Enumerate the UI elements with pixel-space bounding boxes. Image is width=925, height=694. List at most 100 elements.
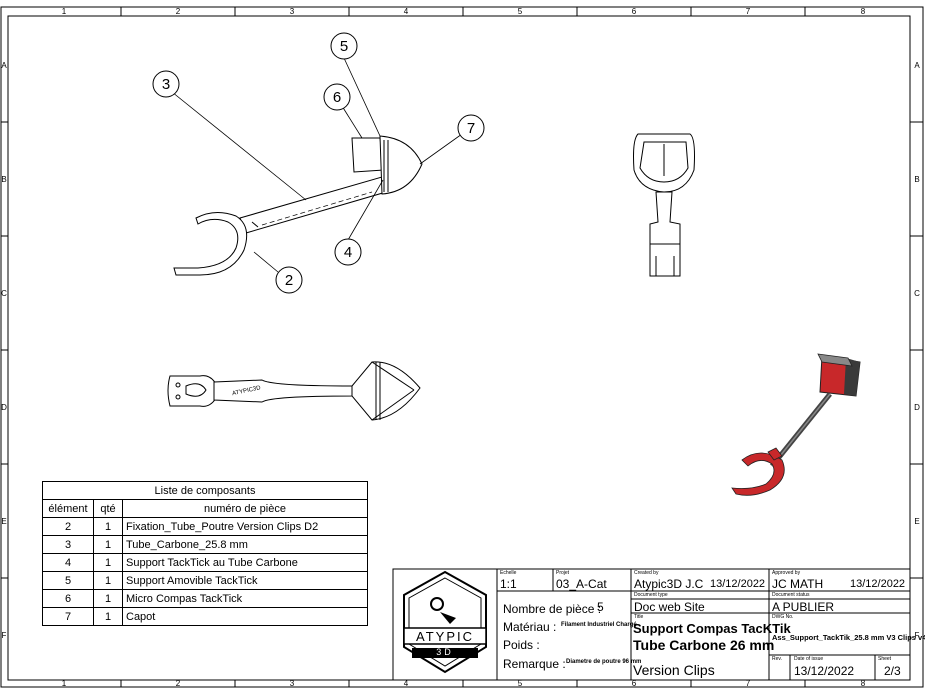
bom-part: Support TackTick au Tube Carbone: [122, 553, 368, 572]
row-label-right: C: [914, 289, 920, 298]
col-label-bottom: 6: [632, 679, 637, 688]
rev-label: Rev.: [772, 656, 782, 662]
col-label-bottom: 2: [176, 679, 181, 688]
col-label-bottom: 3: [290, 679, 295, 688]
bom-header-item: élément: [42, 499, 94, 518]
approved-by-label: Approved by: [772, 570, 801, 576]
bom-row: 7 1 Capot: [42, 607, 368, 626]
created-by-value: Atypic3D J.C: [634, 577, 704, 591]
bom-qty: 1: [93, 571, 123, 590]
balloon: [152, 70, 180, 98]
weight-label: Poids :: [503, 638, 540, 652]
scale-label: Echelle: [500, 570, 517, 576]
balloon: [330, 32, 358, 60]
col-label-top: 5: [518, 7, 523, 16]
iso-view: [171, 57, 463, 276]
bom-part: Tube_Carbone_25.8 mm: [122, 535, 368, 554]
balloon-label: 7: [467, 120, 475, 137]
col-label-top: 1: [62, 7, 67, 16]
balloons: 3 5 6 7 4 2: [152, 32, 485, 294]
bom-qty: 1: [93, 589, 123, 608]
row-label-left: E: [1, 517, 6, 526]
sheet-value: 2/3: [884, 664, 901, 678]
balloon: [457, 114, 485, 142]
col-label-bottom: 5: [518, 679, 523, 688]
bom-row: 2 1 Fixation_Tube_Poutre Version Clips D…: [42, 517, 368, 536]
front-view: [633, 133, 695, 277]
row-label-right: B: [914, 175, 919, 184]
doc-type-value: Doc web Site: [634, 600, 705, 614]
dwg-label: DWG No.: [772, 614, 794, 620]
balloon: [334, 238, 362, 266]
zone-ticks: [1, 7, 923, 687]
scale-value: 1:1: [500, 577, 517, 591]
sheet-label: Sheet: [878, 656, 892, 662]
bom-row: 6 1 Micro Compas TackTick: [42, 589, 368, 608]
project-label: Projet: [556, 570, 570, 576]
project-value: 03_A-Cat: [556, 577, 607, 591]
bom-caption: Liste de composants: [42, 481, 368, 500]
bom-row: 4 1 Support TackTick au Tube Carbone: [42, 553, 368, 572]
doc-type-label: Document type: [634, 592, 668, 598]
col-label-top: 4: [404, 7, 409, 16]
col-label-bottom: 4: [404, 679, 409, 688]
col-label-top: 2: [176, 7, 181, 16]
material-value: Filament Industriel Chargé: [561, 622, 637, 628]
outer-border: [0, 6, 924, 688]
title-line-2: Tube Carbone 26 mm: [633, 637, 775, 653]
doc-status-value: A PUBLIER: [772, 600, 835, 614]
balloon-label: 4: [344, 244, 352, 261]
bom-qty: 1: [93, 517, 123, 536]
row-label-right: E: [914, 517, 919, 526]
balloon-label: 6: [333, 89, 341, 106]
bom-header-part: numéro de pièce: [122, 499, 368, 518]
title-label: Title: [634, 614, 644, 620]
row-label-left: D: [1, 403, 7, 412]
row-label-left: F: [2, 631, 7, 640]
col-label-top: 8: [861, 7, 866, 16]
bom-part: Capot: [122, 607, 368, 626]
atypic-logo: [403, 570, 487, 674]
bom-item: 6: [42, 589, 94, 608]
balloon-label: 5: [340, 38, 348, 55]
bom-table: Liste de composants élément qté numéro d…: [42, 481, 368, 626]
bom-item: 4: [42, 553, 94, 572]
title-line-1: Support Compas TacKTik: [633, 621, 791, 636]
material-label: Matériau :: [503, 620, 557, 634]
dwg-value: Ass_Support_TackTik_25.8 mm V3 Clips v4: [772, 633, 925, 642]
render-view: [731, 353, 861, 496]
bom-item: 7: [42, 607, 94, 626]
col-label-bottom: 8: [861, 679, 866, 688]
part-count-value: 5: [597, 600, 604, 614]
created-date: 13/12/2022: [710, 578, 766, 590]
balloon-label: 2: [285, 272, 293, 289]
bom-qty: 1: [93, 607, 123, 626]
part-count-label: Nombre de pièce :: [503, 602, 602, 616]
approved-date: 13/12/2022: [850, 578, 906, 590]
bom-qty: 1: [93, 535, 123, 554]
title-line-3: Version Clips: [633, 662, 715, 678]
logo-text-bottom: 3D: [436, 647, 454, 657]
approved-by-value: JC MATH: [772, 577, 824, 591]
bom-qty: 1: [93, 553, 123, 572]
issue-date-value: 13/12/2022: [794, 664, 855, 678]
title-block-frame: [392, 568, 911, 681]
col-label-bottom: 7: [746, 679, 751, 688]
doc-status-label: Document status: [772, 592, 810, 598]
col-label-bottom: 1: [62, 679, 67, 688]
row-label-right: D: [914, 403, 920, 412]
issue-date-label: Date of issue: [794, 656, 824, 662]
created-by-label: Created by: [634, 570, 659, 576]
logo-text-top: ATYPIC: [416, 629, 474, 644]
balloon: [323, 83, 351, 111]
row-label-left: C: [1, 289, 7, 298]
bom-part: Fixation_Tube_Poutre Version Clips D2: [122, 517, 368, 536]
row-label-right: F: [915, 631, 920, 640]
col-label-top: 7: [746, 7, 751, 16]
bom-item: 2: [42, 517, 94, 536]
zone-labels: 1 2 3 4 5 6 7 8 1 2 3 4 5 6 7 8 A B C D …: [1, 7, 920, 688]
remark-label: Remarque :: [503, 657, 566, 671]
bom-row: 5 1 Support Amovible TackTick: [42, 571, 368, 590]
row-label-left: B: [1, 175, 6, 184]
